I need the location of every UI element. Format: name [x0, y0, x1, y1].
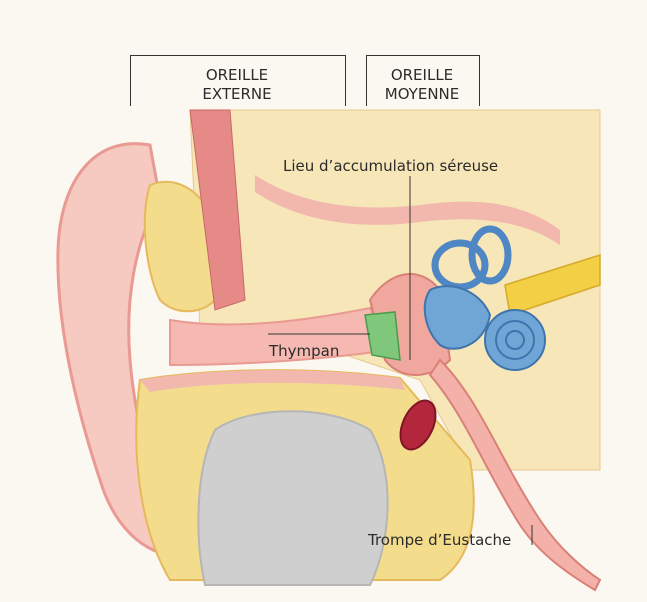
middle-ear-label: OREILLE MOYENNE	[366, 66, 478, 104]
middle-ear-label-line-2: MOYENNE	[366, 85, 478, 104]
outer-ear-label: OREILLE EXTERNE	[130, 66, 344, 104]
fluid-site-label: Lieu d’accumulation séreuse	[283, 157, 498, 176]
mastoid-gray	[198, 411, 387, 585]
outer-ear-label-line-2: EXTERNE	[130, 85, 344, 104]
outer-ear-label-line-1: OREILLE	[130, 66, 344, 85]
cochlea	[485, 310, 545, 370]
eustachian-tube-label: Trompe d’Eustache	[368, 531, 511, 550]
eardrum-label: Thympan	[269, 342, 339, 361]
middle-ear-label-line-1: OREILLE	[366, 66, 478, 85]
